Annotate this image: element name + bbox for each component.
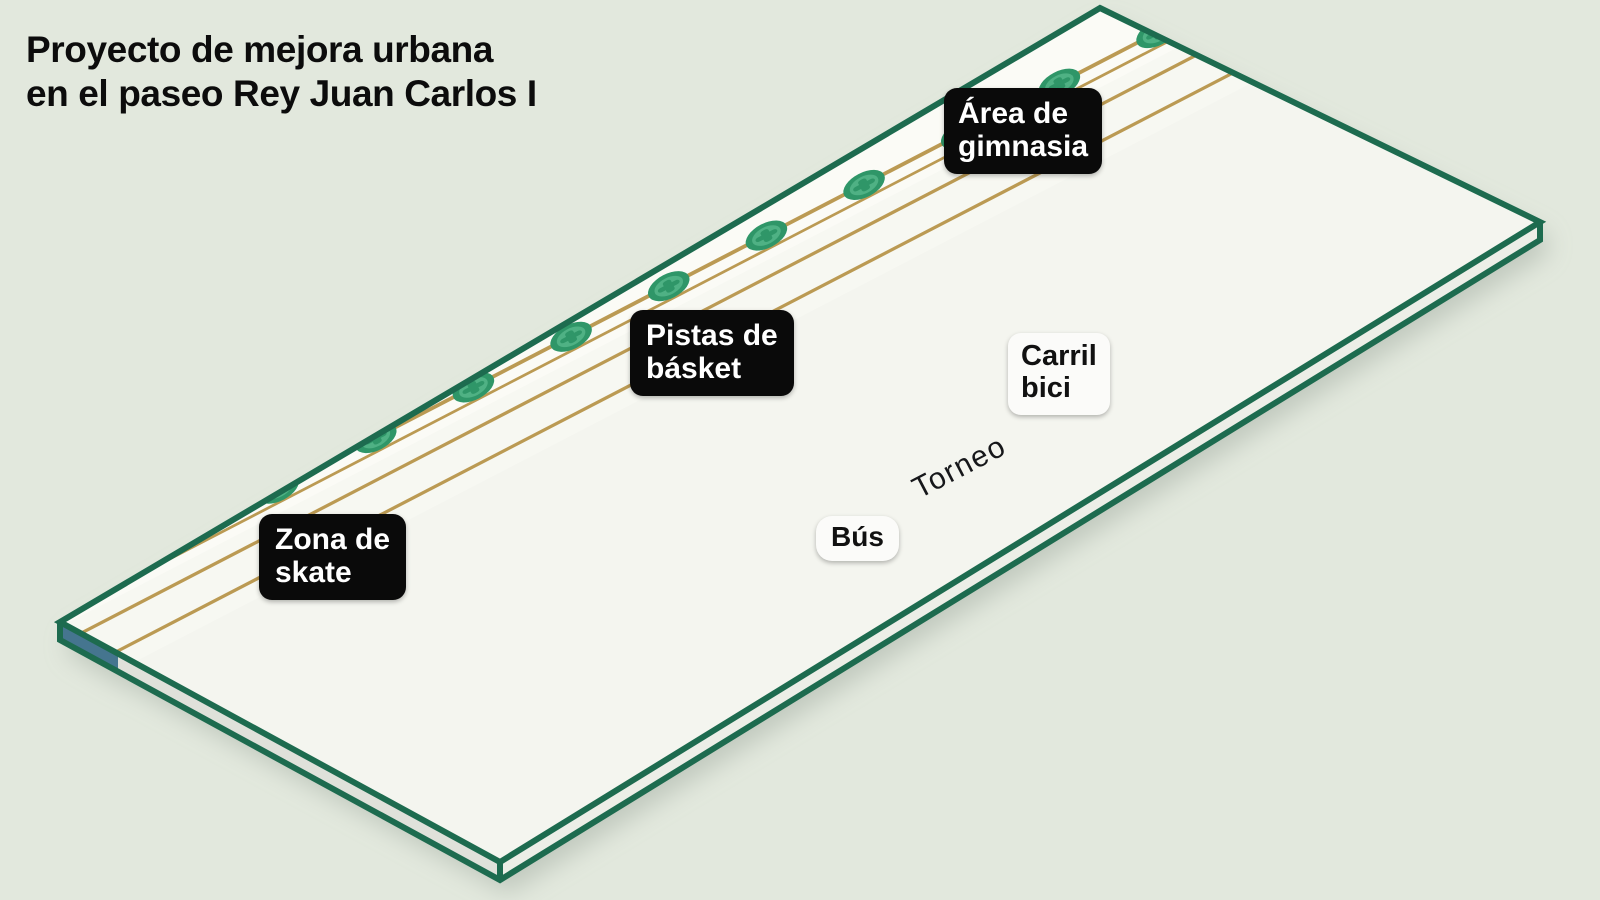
map-label-basket[interactable]: Pistas de básket (630, 310, 794, 396)
map-label-carril-bici[interactable]: Carril bici (1008, 333, 1110, 415)
map-label-bus[interactable]: Bús (816, 516, 899, 561)
page-title: Proyecto de mejora urbana en el paseo Re… (26, 29, 537, 114)
map-label-gimnasia[interactable]: Área de gimnasia (944, 88, 1103, 174)
map-label-skate[interactable]: Zona de skate (259, 514, 407, 600)
basketball-court-1 (551, 8, 925, 74)
map-slab (60, 8, 1540, 880)
